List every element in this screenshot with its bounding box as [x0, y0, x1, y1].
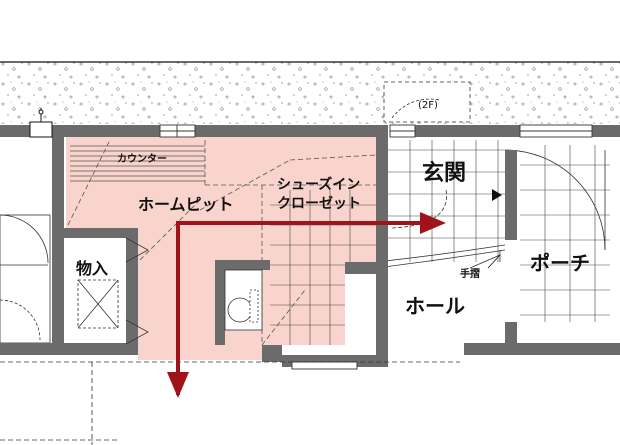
genkan-door-swing — [375, 149, 606, 269]
label-shoes-in-1: シューズイン — [277, 176, 360, 193]
wall-fixture — [29, 108, 53, 138]
round-fixture — [224, 269, 263, 331]
second-floor-arc — [391, 98, 441, 119]
label-storage: 物入 — [76, 259, 108, 278]
counter-stripes — [70, 145, 205, 182]
arrowhead-right — [420, 212, 446, 234]
label-porch: ポーチ — [530, 251, 590, 275]
circulation-arrows — [176, 221, 424, 395]
arrowhead-down — [167, 372, 189, 398]
lower-dashed-lines — [0, 250, 501, 445]
label-shoes-in-2: クローゼット — [277, 195, 361, 212]
handrail-leader — [487, 254, 501, 269]
entry-direction-marker — [492, 189, 502, 201]
exterior-gravel — [0, 62, 620, 124]
home-pit-floor — [66, 137, 376, 360]
label-second-floor: (2F) — [418, 100, 438, 111]
second-floor-outline — [383, 81, 471, 123]
label-genkan: 玄関 — [422, 160, 466, 186]
window-frames — [159, 124, 593, 370]
floor-tile-grid — [270, 140, 610, 345]
label-hall: ホール — [405, 294, 465, 318]
left-room — [0, 214, 51, 344]
arrow-to-genkan — [176, 221, 424, 395]
storage-box — [77, 237, 149, 345]
walls — [0, 125, 620, 367]
label-handrail: 手摺 — [460, 267, 480, 280]
label-home-pit: ホームピット — [138, 195, 234, 214]
label-counter: カウンター — [117, 153, 167, 165]
